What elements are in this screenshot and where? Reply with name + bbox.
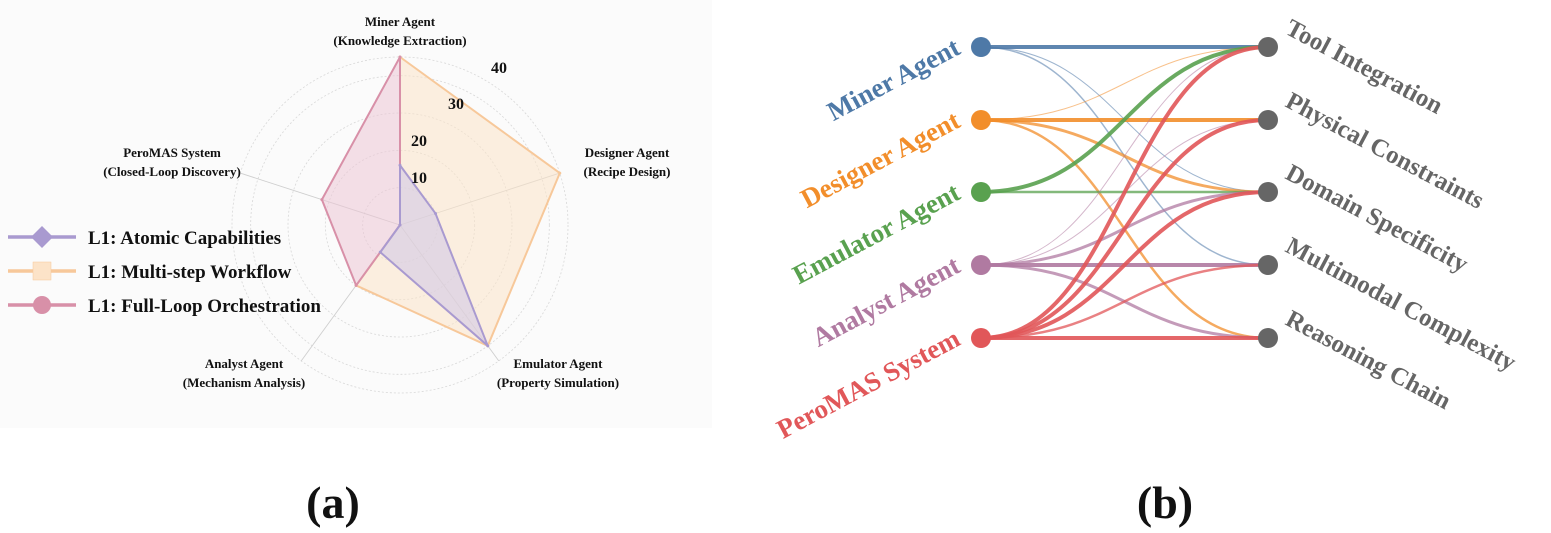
agent-label: PeroMAS System bbox=[772, 323, 966, 445]
radar-axis-label: Miner Agent bbox=[365, 14, 436, 29]
legend-marker-circle bbox=[33, 296, 51, 314]
legend-label: L1: Full-Loop Orchestration bbox=[88, 296, 321, 317]
radar-axis-labels: 10 20 30 40 Miner Agent (Knowledge Extraction… bbox=[103, 14, 670, 390]
radar-axis-sublabel: (Property Simulation) bbox=[497, 375, 619, 390]
source-node bbox=[971, 110, 991, 130]
legend-marker-diamond bbox=[31, 226, 53, 248]
radar-data-point bbox=[378, 250, 382, 254]
bipartite-nodes bbox=[971, 37, 1278, 348]
radar-axis-sublabel: (Knowledge Extraction) bbox=[333, 33, 466, 48]
target-node bbox=[1258, 182, 1278, 202]
radar-axis-label: Analyst Agent bbox=[205, 356, 284, 371]
bipartite-link bbox=[980, 46, 1269, 121]
bipartite-link bbox=[979, 118, 1270, 340]
radar-axis-sublabel: (Mechanism Analysis) bbox=[183, 375, 305, 390]
legend-marker-square bbox=[32, 261, 52, 281]
radar-axis-sublabel: (Closed-Loop Discovery) bbox=[103, 164, 241, 179]
radar-grid-ring bbox=[250, 75, 550, 375]
target-node bbox=[1258, 328, 1278, 348]
radar-data-point bbox=[486, 344, 490, 348]
radar-data-point bbox=[398, 55, 402, 59]
radar-series-layer bbox=[320, 55, 562, 348]
radar-axis-sublabel: (Recipe Design) bbox=[583, 164, 670, 179]
radar-data-point bbox=[320, 198, 324, 202]
bipartite-link bbox=[979, 263, 1270, 340]
target-node bbox=[1258, 37, 1278, 57]
caption-a: (a) bbox=[306, 477, 360, 528]
radar-chart-panel: 10 20 30 40 Miner Agent (Knowledge Extraction… bbox=[0, 0, 712, 428]
radar-tick-label: 20 bbox=[411, 133, 427, 150]
radar-data-point bbox=[354, 283, 358, 287]
radar-axis-label: Emulator Agent bbox=[514, 356, 604, 371]
source-node bbox=[971, 328, 991, 348]
caption-b: (b) bbox=[1137, 477, 1193, 528]
radar-data-point bbox=[434, 211, 438, 215]
bipartite-link bbox=[979, 45, 1270, 340]
bipartite-links bbox=[979, 44, 1270, 341]
source-node bbox=[971, 182, 991, 202]
radar-series-area bbox=[379, 164, 489, 347]
bipartite-link bbox=[979, 45, 1270, 194]
radar-tick-label: 40 bbox=[491, 60, 507, 77]
source-node bbox=[971, 37, 991, 57]
source-node bbox=[971, 255, 991, 275]
bipartite-link bbox=[980, 46, 1269, 266]
radar-data-point bbox=[558, 171, 562, 175]
radar-data-point bbox=[398, 223, 402, 227]
target-node bbox=[1258, 110, 1278, 130]
radar-grid-ring bbox=[231, 56, 569, 394]
dimension-label: Multimodal Complexity bbox=[1281, 232, 1520, 376]
radar-axis-label: Designer Agent bbox=[585, 145, 670, 160]
radar-tick-label: 10 bbox=[411, 170, 427, 187]
radar-axis-label: PeroMAS System bbox=[123, 145, 221, 160]
legend-label: L1: Atomic Capabilities bbox=[88, 228, 281, 249]
radar-data-point bbox=[398, 163, 402, 167]
bipartite-link bbox=[979, 190, 1270, 340]
legend-label: L1: Multi-step Workflow bbox=[88, 262, 292, 283]
radar-tick-label: 30 bbox=[448, 96, 464, 113]
target-node bbox=[1258, 255, 1278, 275]
